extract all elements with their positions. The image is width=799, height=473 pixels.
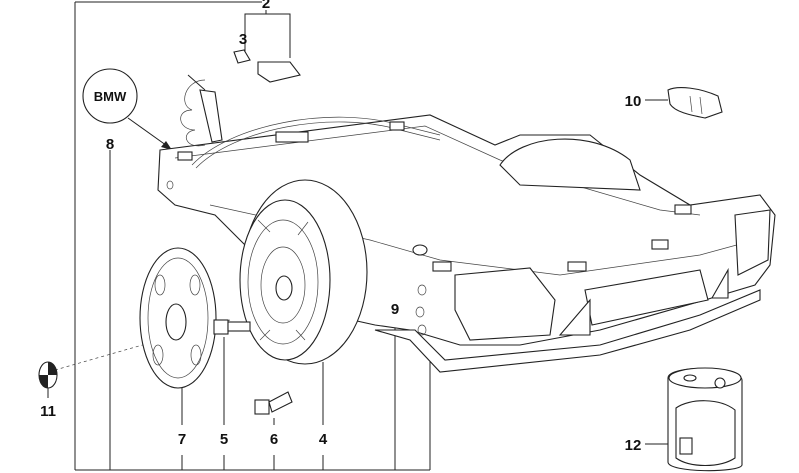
callout-5: 5 <box>220 431 228 448</box>
bmw-logo-text: BMW <box>94 89 127 104</box>
tow-hook-part <box>667 87 723 119</box>
tyre-valve <box>254 391 293 415</box>
callout-3: 3 <box>239 31 247 48</box>
callout-2: 2 <box>262 0 270 12</box>
callout-8: 8 <box>106 136 114 153</box>
leader-lines <box>47 1 668 471</box>
wheel-bolt <box>213 319 251 335</box>
callout-labels: 2 3 10 8 9 11 7 5 6 4 12 <box>40 0 641 454</box>
tyre-repair-kit <box>667 367 743 472</box>
callout-9: 9 <box>391 301 399 318</box>
callout-11: 11 <box>40 403 56 420</box>
callout-10: 10 <box>625 93 642 110</box>
callout-6: 6 <box>270 431 278 448</box>
callout-7: 7 <box>178 431 186 448</box>
callout-12: 12 <box>625 437 642 454</box>
clip-parts <box>233 49 301 83</box>
emblem-part <box>38 361 58 389</box>
bmw-logo-badge: BMW <box>82 68 138 124</box>
hub-cap <box>139 247 217 389</box>
callout-4: 4 <box>319 431 328 448</box>
spare-wheel <box>239 179 368 365</box>
